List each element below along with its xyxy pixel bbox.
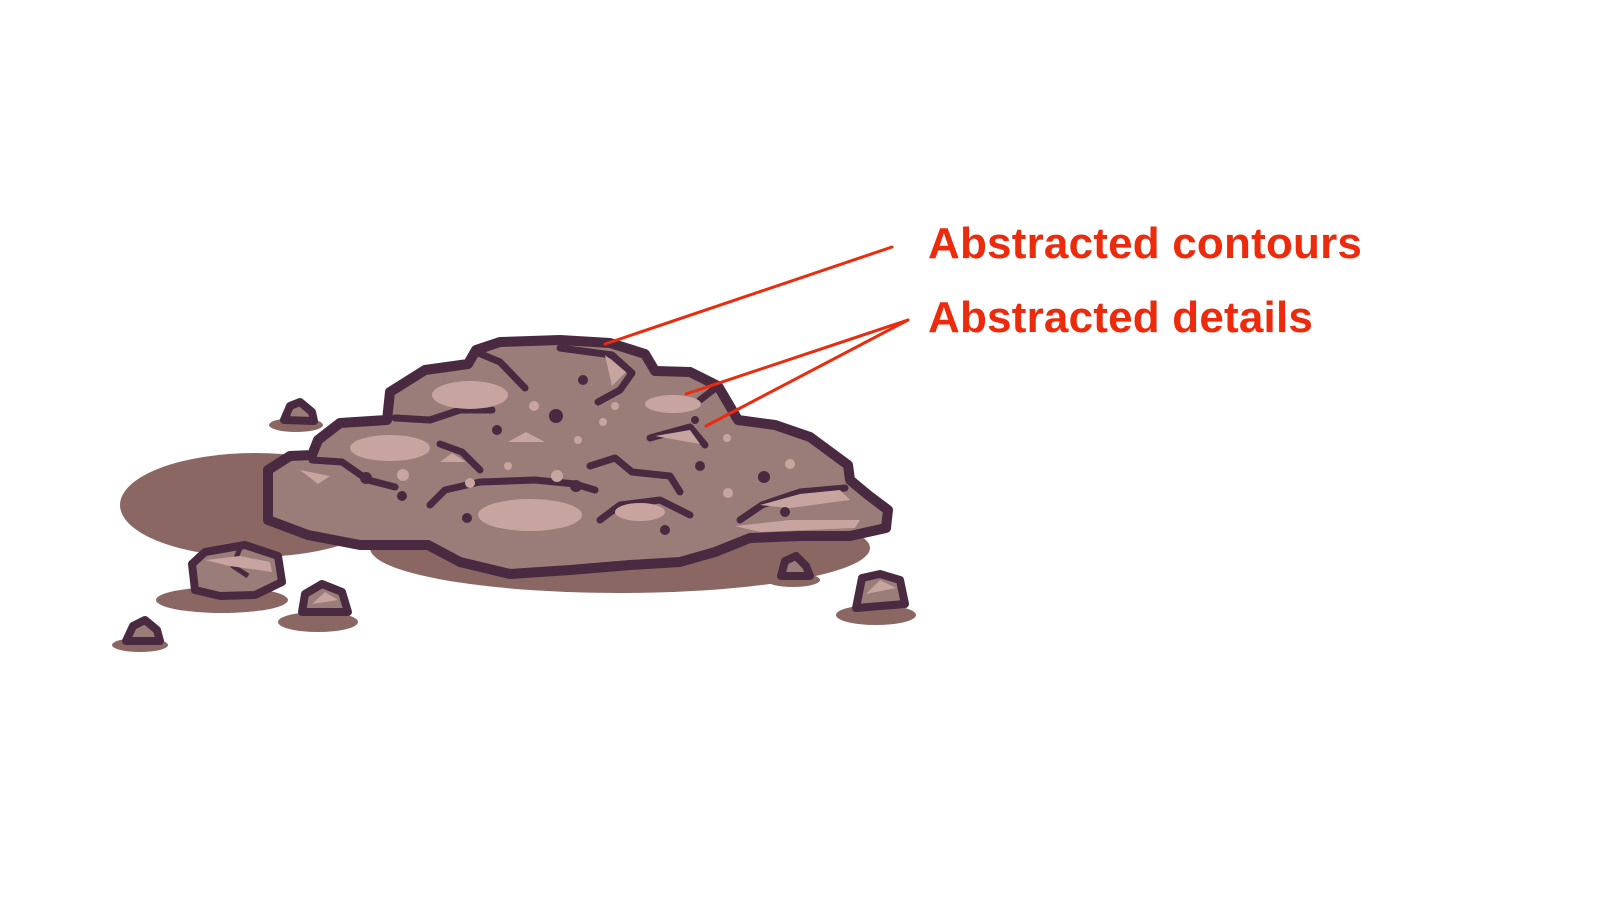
- small-rock: [280, 398, 318, 425]
- small-rock: [188, 541, 286, 600]
- annotation-leaders: [603, 245, 910, 428]
- rock-speckles: [397, 401, 795, 498]
- slab-contours: [308, 344, 849, 524]
- contours-leader-line: [603, 245, 894, 346]
- rock-highlights: [300, 355, 860, 532]
- details-leader-line: [704, 318, 910, 428]
- rock-pile: [263, 335, 893, 579]
- small-rock: [122, 616, 164, 645]
- rock-shadow: [278, 612, 358, 632]
- small-rock: [777, 552, 814, 580]
- small-rocks: [122, 398, 909, 645]
- small-rock: [852, 570, 909, 612]
- annotation-contours-label: Abstracted contours: [928, 219, 1363, 268]
- rock-pile-body: [263, 335, 893, 579]
- small-rock: [298, 580, 352, 616]
- rock-pits: [360, 375, 790, 535]
- details-leader-line: [684, 318, 910, 396]
- annotation-details-label: Abstracted details: [928, 293, 1314, 342]
